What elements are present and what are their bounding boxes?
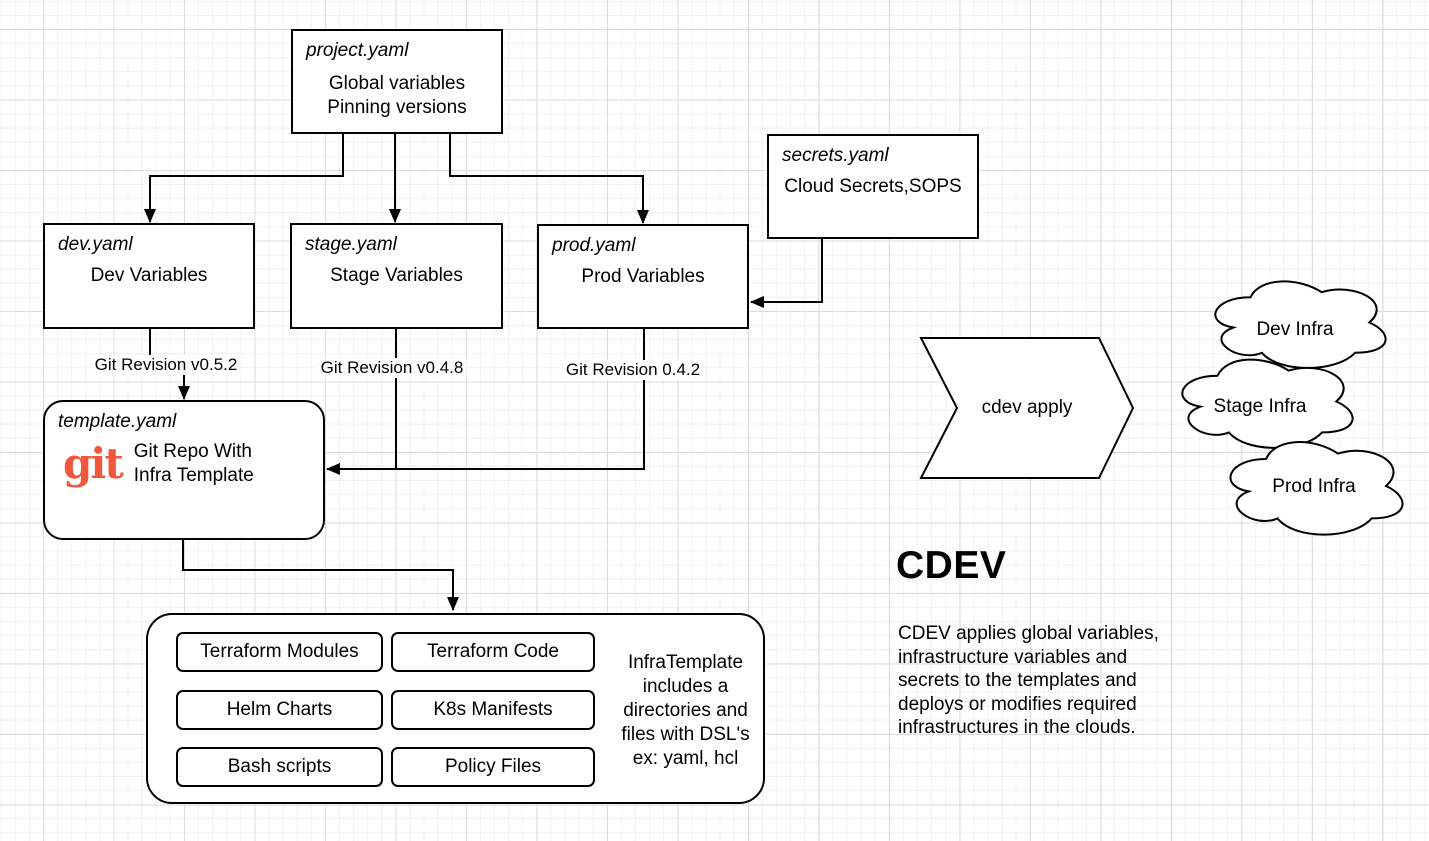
edge-label-prod-revision: Git Revision 0.4.2 bbox=[562, 360, 704, 380]
node-body: Stage Variables bbox=[330, 265, 463, 286]
template-line: Git Repo With bbox=[133, 441, 252, 462]
cloud-label-stage-infra: Stage Infra bbox=[1213, 396, 1307, 417]
description-line: infrastructure variables and bbox=[898, 646, 1128, 668]
node-title: dev.yaml bbox=[58, 234, 133, 255]
infra-item-policy-files: Policy Files bbox=[391, 747, 595, 787]
edge-project-to-dev bbox=[144, 134, 344, 223]
cloud-label-prod-infra: Prod Infra bbox=[1272, 476, 1356, 497]
infra-item-helm-charts: Helm Charts bbox=[176, 690, 383, 730]
node-body: Global variables Pinning versions bbox=[293, 72, 501, 120]
edge-project-to-prod bbox=[449, 134, 649, 224]
edge-label-dev-revision: Git Revision v0.5.2 bbox=[91, 355, 241, 375]
node-dev-yaml: dev.yaml Dev Variables bbox=[43, 223, 255, 329]
description-line: infrastructures in the clouds. bbox=[898, 717, 1136, 738]
cloud-shape-prod-infra bbox=[1230, 442, 1402, 535]
edge-template-to-container bbox=[182, 540, 459, 611]
cdev-description: CDEV applies global variables, infrastru… bbox=[898, 622, 1159, 740]
description-line: deploys or modifies required bbox=[898, 693, 1137, 715]
node-title: project.yaml bbox=[306, 40, 409, 61]
infra-item-terraform-code: Terraform Code bbox=[391, 632, 595, 672]
cloud-shape-dev-infra bbox=[1215, 281, 1385, 368]
infra-item-terraform-modules: Terraform Modules bbox=[176, 632, 383, 672]
node-body: Prod Variables bbox=[581, 265, 705, 287]
node-template-yaml: template.yaml git Git Repo With Infra Te… bbox=[43, 400, 325, 540]
description-line: CDEV applies global variables, bbox=[898, 623, 1159, 644]
cdev-heading: CDEV bbox=[896, 544, 1007, 587]
infra-item-k8s-manifests: K8s Manifests bbox=[391, 690, 595, 730]
node-title: stage.yaml bbox=[305, 234, 397, 255]
edge-prod-to-template bbox=[326, 329, 645, 475]
template-content: git Git Repo With Infra Template bbox=[63, 440, 254, 488]
cdev-apply-label: cdev apply bbox=[981, 397, 1073, 418]
description-line: secrets to the templates and bbox=[898, 670, 1137, 691]
git-logo-icon: git bbox=[63, 439, 124, 488]
edge-label-stage-revision: Git Revision v0.4.8 bbox=[317, 358, 467, 378]
infra-template-note: InfraTemplate includes a directories and… bbox=[603, 651, 768, 771]
node-infra-template-container: Terraform Modules Terraform Code Helm Ch… bbox=[146, 613, 765, 804]
node-stage-yaml: stage.yaml Stage Variables bbox=[290, 223, 503, 329]
note-line: files with DSL's bbox=[621, 724, 750, 745]
node-title: template.yaml bbox=[58, 411, 177, 432]
note-line: directories and bbox=[623, 700, 748, 721]
note-line: includes a bbox=[642, 676, 729, 697]
node-secrets-yaml: secrets.yaml Cloud Secrets,SOPS bbox=[767, 134, 979, 239]
cloud-label-dev-infra: Dev Infra bbox=[1256, 319, 1334, 340]
note-line: ex: yaml, hcl bbox=[632, 748, 739, 769]
cdev-apply-chevron-shape bbox=[919, 337, 1135, 479]
node-title: prod.yaml bbox=[552, 235, 636, 256]
template-line: Infra Template bbox=[133, 465, 254, 486]
note-line: InfraTemplate bbox=[627, 652, 744, 673]
edge-secrets-to-prod bbox=[750, 239, 823, 308]
node-prod-yaml: prod.yaml Prod Variables bbox=[537, 224, 749, 329]
node-body-line: Pinning versions bbox=[327, 96, 467, 118]
node-body: Dev Variables bbox=[90, 265, 208, 286]
node-title: secrets.yaml bbox=[782, 145, 889, 166]
cloud-shape-stage-infra bbox=[1182, 360, 1352, 448]
infra-item-bash-scripts: Bash scripts bbox=[176, 747, 383, 787]
node-project-yaml: project.yaml Global variables Pinning ve… bbox=[291, 29, 503, 134]
template-description: Git Repo With Infra Template bbox=[134, 440, 254, 488]
node-body: Cloud Secrets,SOPS bbox=[784, 175, 962, 197]
node-body-line: Global variables bbox=[328, 72, 466, 94]
